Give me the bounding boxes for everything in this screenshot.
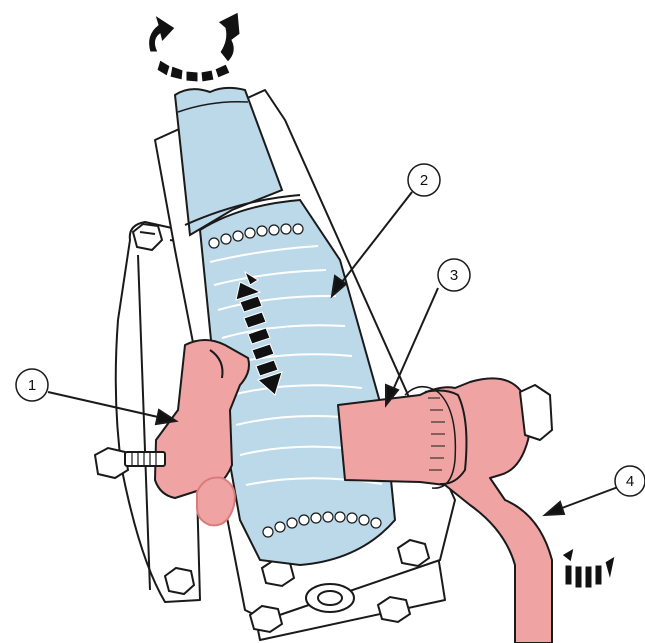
callout-4: 4 — [615, 466, 645, 496]
bolt-base-right — [398, 540, 429, 566]
callout-1: 1 — [16, 369, 48, 401]
callout-1-label: 1 — [28, 377, 36, 394]
bolt-base-front-right — [378, 597, 410, 622]
callout-3: 3 — [438, 259, 470, 291]
leader-2 — [332, 192, 412, 296]
rotation-arrows-right — [562, 548, 615, 588]
leader-4 — [545, 487, 618, 515]
callout-2: 2 — [408, 164, 440, 196]
bolt-bottom-left — [165, 568, 194, 594]
callout-4-label: 4 — [626, 473, 634, 490]
callout-3-label: 3 — [450, 267, 458, 284]
callout-2-label: 2 — [420, 172, 428, 189]
rotation-arrows-top — [149, 12, 240, 82]
center-plug — [306, 584, 354, 612]
